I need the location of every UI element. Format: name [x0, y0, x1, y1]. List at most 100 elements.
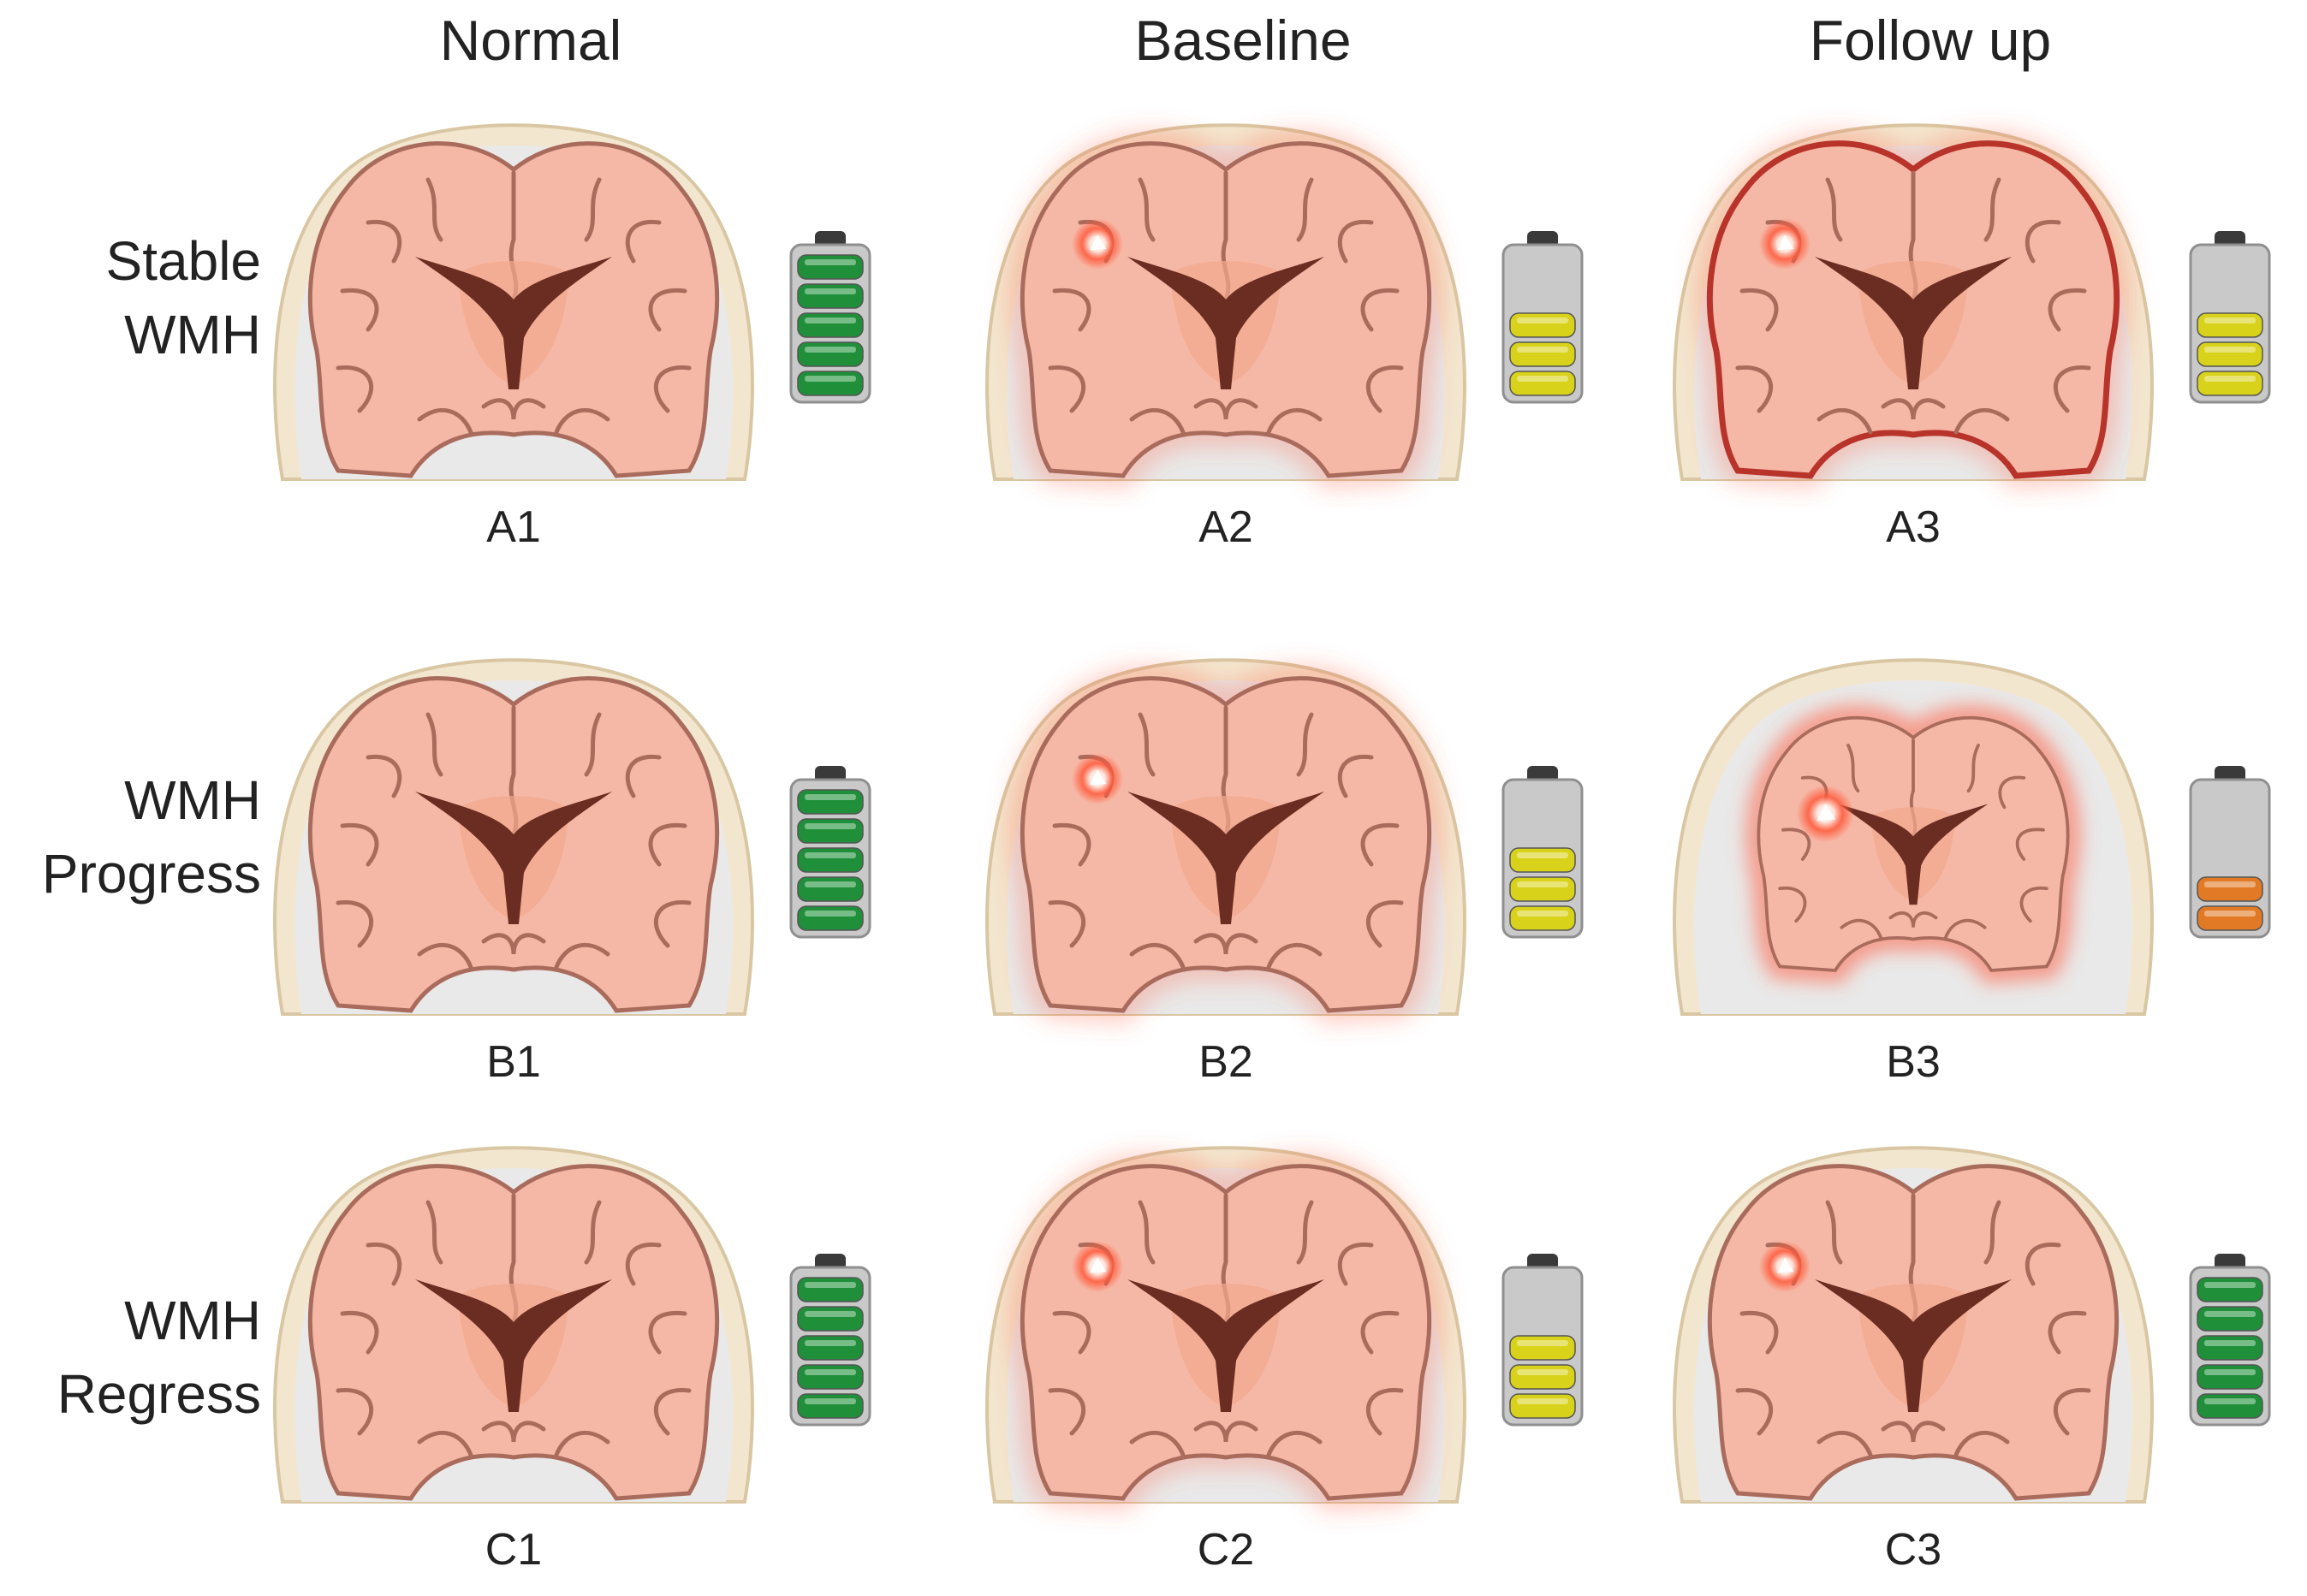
sulcus-line — [2019, 886, 2048, 923]
sulcus-line — [366, 754, 402, 798]
sulcus-line — [1360, 822, 1400, 867]
battery-segment-shine — [805, 347, 856, 353]
sulcus-line — [1365, 1387, 1404, 1436]
sulcus-line — [1360, 1310, 1400, 1355]
sulcus-line — [554, 942, 610, 970]
battery-segment — [797, 876, 864, 902]
brain-group — [307, 1164, 720, 1501]
sulcus-line — [417, 407, 473, 435]
sulcus-line — [1337, 754, 1374, 798]
battery-segment — [1509, 312, 1576, 338]
battery-segment — [1509, 1335, 1576, 1361]
sulcus-line — [1048, 365, 1086, 413]
battery-segment — [797, 1364, 864, 1390]
column-header-baseline: Baseline — [1134, 9, 1352, 72]
battery-segment-shine — [1517, 852, 1568, 858]
battery-segment — [2197, 1306, 2263, 1332]
row-label-line: Progress — [41, 843, 261, 905]
brain-panel-c1: C1 — [257, 1117, 976, 1596]
sulcus-line — [625, 1242, 662, 1286]
wmh-lesion-core — [1777, 234, 1794, 251]
sulcus-line — [2053, 365, 2091, 413]
panel-label: C2 — [1197, 1525, 1255, 1575]
battery-segment — [1509, 847, 1576, 873]
brain-panel-c2: C2 — [969, 1117, 1688, 1596]
sulcus-line — [584, 177, 602, 242]
sulcus-line — [1193, 1421, 1258, 1443]
battery-segment-shine — [805, 259, 856, 265]
brain-panel-c3: C3 — [1656, 1117, 2307, 1596]
ventricle — [1127, 257, 1324, 389]
battery-segment-shine — [805, 288, 856, 294]
brain-illustration — [1673, 658, 2154, 1016]
sulcus-line — [1360, 288, 1400, 332]
brain-panel-a3: A3 — [1656, 94, 2307, 573]
sulcus-line — [481, 398, 546, 420]
battery-segment-shine — [1517, 1340, 1568, 1346]
sulcus-line — [648, 1310, 687, 1355]
sulcus-line — [1983, 177, 2001, 242]
battery-segment-shine — [2204, 1282, 2256, 1288]
sulcus-line — [554, 1430, 610, 1457]
sulcus-line — [417, 942, 473, 970]
row-label-line: Stable — [105, 230, 261, 292]
brain-panel-a1: A1 — [257, 94, 976, 573]
battery-segment-shine — [2204, 911, 2256, 917]
battery-segment — [797, 1393, 864, 1419]
brain-group — [1698, 132, 2128, 488]
brain-group — [1011, 667, 1441, 1023]
battery-segment — [797, 1277, 864, 1302]
sulcus-line — [1296, 712, 1314, 777]
brain-panel-b1: B1 — [257, 629, 976, 1108]
sulcus-line — [1840, 918, 1882, 940]
battery-segment — [2197, 1335, 2263, 1361]
battery-segment-shine — [1517, 376, 1568, 382]
battery-segment — [797, 1335, 864, 1361]
sulcus-line — [1052, 1310, 1091, 1355]
battery-segment-shine — [805, 1398, 856, 1404]
brain-panel-b2: B2 — [969, 629, 1688, 1108]
brain-group — [307, 141, 720, 478]
sulcus-line — [1337, 1242, 1374, 1286]
battery-segment-shine — [805, 823, 856, 829]
panel-label: B3 — [1886, 1037, 1941, 1087]
sulcus-line — [336, 365, 374, 413]
sulcus-line — [584, 712, 602, 777]
sulcus-line — [481, 933, 546, 955]
battery-segment-shine — [1517, 1398, 1568, 1404]
battery-segment-shine — [805, 317, 856, 323]
battery-icon — [1501, 231, 1584, 404]
sulcus-line — [1138, 712, 1156, 777]
battery-segment-shine — [2204, 881, 2256, 887]
battery-segment — [1509, 1364, 1576, 1390]
sulcus-line — [1998, 775, 2026, 810]
row-label-wmh-progress: WMH Progress — [0, 763, 261, 911]
battery-icon — [2189, 1254, 2271, 1427]
sulcus-line — [340, 1310, 379, 1355]
battery-segment-shine — [1517, 881, 1568, 887]
sulcus-line — [1825, 1200, 1843, 1265]
sulcus-line — [653, 1387, 692, 1436]
sulcus-line — [2048, 1310, 2087, 1355]
battery-segment-shine — [2204, 1340, 2256, 1346]
battery-segment-shine — [805, 881, 856, 887]
battery-segment — [797, 905, 864, 931]
sulcus-line — [554, 407, 610, 435]
brain-group — [307, 676, 720, 1013]
brain-group — [1011, 1154, 1441, 1510]
wmh-lesion-core — [1090, 1257, 1107, 1273]
sulcus-line — [2025, 219, 2061, 264]
sulcus-line — [1825, 177, 1843, 242]
battery-segment — [797, 818, 864, 844]
brain-illustration — [985, 1146, 1466, 1510]
battery-icon — [1501, 766, 1584, 939]
sulcus-line — [1816, 407, 1873, 435]
sulcus-line — [1129, 942, 1186, 970]
sulcus-line — [648, 822, 687, 867]
sulcus-line — [1778, 886, 1807, 923]
ventricle — [415, 257, 612, 389]
battery-segment — [2197, 371, 2263, 396]
battery-segment-shine — [805, 376, 856, 382]
sulcus-line — [1739, 1310, 1779, 1355]
